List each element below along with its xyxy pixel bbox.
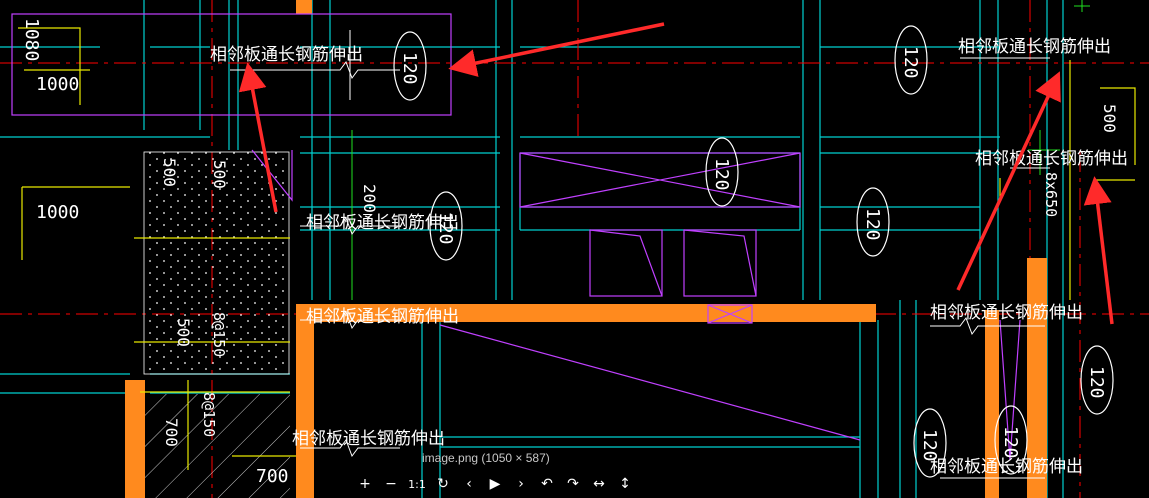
slab-label: 120 bbox=[919, 429, 940, 462]
zoom-in-button[interactable]: + bbox=[352, 473, 378, 495]
zoom-out-button[interactable]: − bbox=[378, 473, 404, 495]
rotate-right-icon: ↷ bbox=[567, 476, 579, 492]
chevron-left-icon: ‹ bbox=[466, 476, 472, 492]
minus-icon: − bbox=[385, 476, 397, 492]
rebar-note: 相邻板通长钢筋伸出 bbox=[292, 429, 445, 449]
rotate-left-button[interactable]: ↶ bbox=[534, 473, 560, 495]
yellow-dimensions bbox=[18, 27, 1136, 470]
slab-label: 120 bbox=[1000, 426, 1021, 459]
slab-label: 120 bbox=[711, 158, 732, 191]
play-icon: ▶ bbox=[489, 476, 501, 492]
dim-700: 700 bbox=[162, 418, 181, 447]
slab-label: 120 bbox=[399, 52, 420, 85]
dimension-labels: 1080 1000 1000 500 500 500 500 200 700 7… bbox=[21, 18, 1119, 487]
rebar-note: 相邻板通长钢筋伸出 bbox=[210, 45, 363, 65]
slab-thickness-labels: 120 120 120 120 120 120 120 120 bbox=[399, 46, 1107, 462]
slab-thickness-markers bbox=[393, 25, 1114, 478]
rebar-note: 相邻板通长钢筋伸出 bbox=[958, 37, 1111, 57]
rebar-note: 相邻板通长钢筋伸出 bbox=[306, 213, 459, 233]
dim-500: 500 bbox=[210, 160, 229, 189]
rebar-note: 相邻板通长钢筋伸出 bbox=[306, 307, 459, 327]
plus-icon: + bbox=[359, 476, 371, 492]
dim-500: 500 bbox=[174, 318, 193, 347]
dim-500: 500 bbox=[160, 158, 179, 187]
chevron-right-icon: › bbox=[518, 476, 524, 492]
slab-label: 120 bbox=[435, 212, 456, 245]
rebar-note: 相邻板通长钢筋伸出 bbox=[975, 149, 1128, 169]
rebar-spec: 8@150 bbox=[200, 392, 218, 437]
next-button[interactable]: › bbox=[508, 473, 534, 495]
rebar-spec: 8x650 bbox=[1042, 172, 1060, 217]
dim-200: 200 bbox=[360, 184, 379, 213]
actual-size-button[interactable]: 1:1 bbox=[404, 473, 430, 495]
rotate-left-icon: ↶ bbox=[541, 476, 553, 492]
dim-1000: 1000 bbox=[36, 74, 79, 95]
flip-horizontal-button[interactable]: ↔ bbox=[586, 473, 612, 495]
dim-1080: 1080 bbox=[21, 18, 42, 61]
one-to-one-icon: 1:1 bbox=[408, 477, 426, 491]
flip-vertical-icon: ↕ bbox=[619, 476, 631, 492]
dim-500: 500 bbox=[1100, 104, 1119, 133]
play-button[interactable]: ▶ bbox=[482, 473, 508, 495]
rebar-notes: 相邻板通长钢筋伸出 相邻板通长钢筋伸出 相邻板通长钢筋伸出 相邻板通长钢筋伸出 … bbox=[210, 37, 1128, 477]
reset-button[interactable]: ↻ bbox=[430, 473, 456, 495]
image-caption: image.png (1050 × 587) bbox=[422, 451, 550, 465]
rebar-breaklines bbox=[230, 30, 1050, 479]
previous-button[interactable]: ‹ bbox=[456, 473, 482, 495]
annotation-arrows bbox=[238, 22, 1114, 325]
rotate-right-button[interactable]: ↷ bbox=[560, 473, 586, 495]
rebar-spec: 8@150 bbox=[210, 312, 228, 357]
flip-vertical-button[interactable]: ↕ bbox=[612, 473, 638, 495]
slab-label: 120 bbox=[1086, 366, 1107, 399]
flip-horizontal-icon: ↔ bbox=[593, 476, 605, 492]
rebar-note: 相邻板通长钢筋伸出 bbox=[930, 303, 1083, 323]
hatched-fill-region bbox=[144, 394, 290, 498]
viewer-toolbar: +−1:1 ↻ ‹ ▶ › ↶ ↷ ↔ ↕ bbox=[352, 473, 638, 495]
slab-label: 120 bbox=[862, 208, 883, 241]
refresh-icon: ↻ bbox=[437, 476, 449, 492]
dotted-fill-region bbox=[143, 151, 290, 375]
dim-700: 700 bbox=[256, 466, 289, 487]
dim-1000: 1000 bbox=[36, 202, 79, 223]
rebar-note: 相邻板通长钢筋伸出 bbox=[930, 457, 1083, 477]
slab-label: 120 bbox=[900, 46, 921, 79]
